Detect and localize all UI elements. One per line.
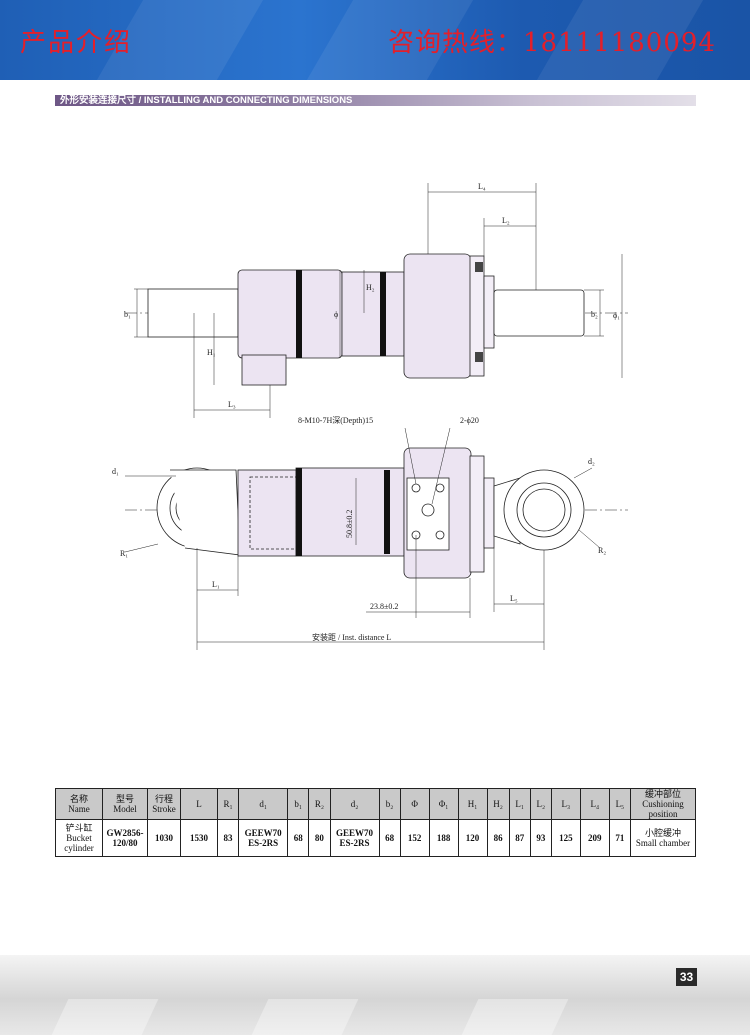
cell-b1: 68 (287, 819, 310, 857)
header-b2: b₂ (378, 788, 401, 820)
label-dim-50-8: 50.8±0.2 (345, 510, 354, 538)
cell-stroke: 1030 (147, 819, 181, 857)
cell-L1: 87 (508, 819, 531, 857)
cell-model: GW2856-120/80 (102, 819, 148, 857)
label-L4: L₄ (478, 182, 486, 191)
label-b1: b₁ (124, 310, 131, 319)
label-inst-distance: 安装距 / Inst. distance L (312, 632, 391, 642)
label-b2: b₂ (591, 310, 598, 319)
label-phi: ϕ (334, 310, 338, 319)
header-R1: R₁ (216, 788, 240, 820)
cell-d1: GEEW70 ES-2RS (238, 819, 289, 857)
header-phi: Φ (399, 788, 430, 820)
section-bar (55, 95, 696, 106)
label-d1: d₁ (112, 467, 119, 476)
label-hole-note: 2-ϕ20 (460, 416, 479, 425)
cell-L: 1530 (180, 819, 218, 857)
label-d2: d₂ (588, 457, 595, 466)
cell-L3: 125 (550, 819, 581, 857)
header-H1: H₁ (457, 788, 488, 820)
cylinder-side-view (124, 427, 628, 650)
label-R2: R₂ (598, 546, 606, 555)
header-L1: L₁ (508, 788, 531, 820)
banner-title: 产品介绍 (20, 28, 133, 58)
section-title: 外形安装连接尺寸 / INSTALLING AND CONNECTING DIM… (60, 95, 353, 106)
cell-phi1: 188 (428, 819, 459, 857)
label-thread-note: 8-M10-7H深(Depth)15 (298, 416, 373, 425)
header-d2: d₂ (329, 788, 380, 820)
cell-H1: 120 (457, 819, 488, 857)
page-number: 33 (676, 968, 697, 986)
header-L4: L₄ (579, 788, 610, 820)
cell-L5: 71 (608, 819, 632, 857)
header-L5: L₅ (608, 788, 632, 820)
label-L5: L₅ (510, 594, 518, 603)
label-L1: L₁ (212, 580, 220, 589)
label-R1: R₁ (120, 549, 128, 558)
cell-L4: 209 (579, 819, 610, 857)
header-banner: 产品介绍 咨询热线：18111180094 (0, 0, 750, 80)
header-H2: H₂ (486, 788, 510, 820)
cell-phi: 152 (399, 819, 430, 857)
label-L3-top: L₃ (228, 400, 236, 409)
cell-b2: 68 (378, 819, 401, 857)
label-phi1: ϕ₁ (613, 311, 620, 320)
cylinder-top-view (125, 183, 628, 418)
label-dim-23-8: 23.8±0.2 (370, 602, 398, 611)
header-L2: L₂ (529, 788, 552, 820)
label-H2: H₂ (366, 283, 375, 292)
label-L2: L₂ (502, 216, 510, 225)
cell-d2: GEEW70 ES-2RS (329, 819, 380, 857)
banner-hotline: 咨询热线：18111180094 (388, 28, 716, 58)
footer-band (0, 955, 750, 1035)
header-L3: L₃ (550, 788, 581, 820)
header-d1: d₁ (238, 788, 289, 820)
header-b1: b₁ (287, 788, 310, 820)
header-L: L (180, 788, 218, 820)
cell-R2: 80 (308, 819, 331, 857)
cell-R1: 83 (216, 819, 240, 857)
header-R2: R₂ (308, 788, 331, 820)
dimension-drawing: L₄ L₂ b₁ b₂ ϕ₁ ϕ H₂ H₁ L₃ (112, 182, 628, 650)
label-H1: H₁ (207, 348, 216, 357)
cell-H2: 86 (486, 819, 510, 857)
header-phi1: Φ₁ (428, 788, 459, 820)
cell-L2: 93 (529, 819, 552, 857)
